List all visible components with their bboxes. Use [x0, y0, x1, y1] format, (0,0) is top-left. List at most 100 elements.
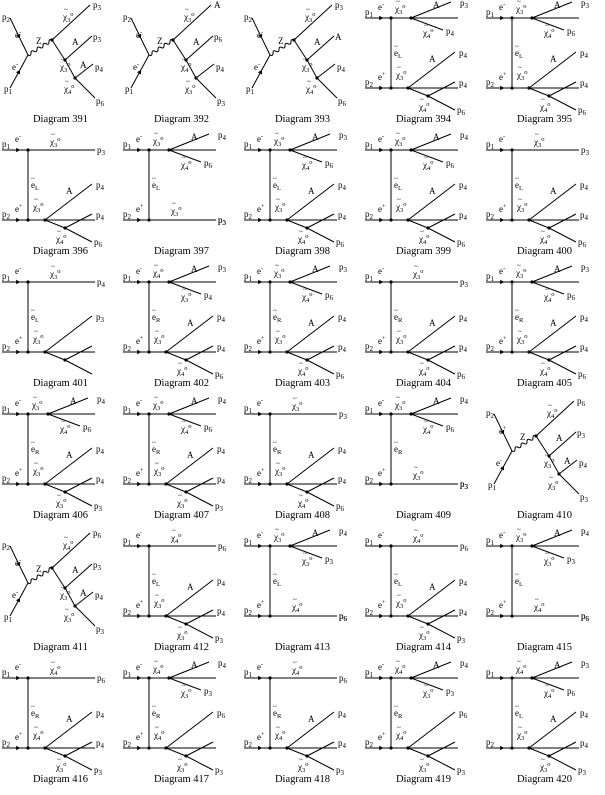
subscript: 2: [370, 741, 374, 749]
incoming-momentum-label: p2: [486, 408, 495, 420]
vertex-dot: [26, 482, 30, 486]
superscript: +: [140, 599, 144, 606]
subscript: 6: [583, 109, 587, 117]
outgoing-momentum-label: p4: [96, 210, 105, 222]
subscript: 4: [585, 742, 589, 750]
subscript: 4: [427, 429, 431, 436]
outgoing-line: [293, 4, 333, 41]
superscript: o: [305, 497, 308, 504]
neutralino-label: χ4o: [291, 664, 303, 677]
superscript: -: [382, 529, 384, 536]
incoming-momentum-label: p1: [123, 667, 132, 679]
vertex-dot: [389, 280, 393, 284]
neutralino-label: χ3o: [395, 69, 407, 82]
photon-line: [165, 579, 214, 617]
photon-line: [286, 315, 335, 353]
superscript: o: [551, 687, 554, 694]
outgoing-momentum-label: p6: [83, 422, 92, 434]
subscript: 3: [37, 471, 40, 478]
subscript: L: [398, 53, 402, 60]
subscript: 3: [330, 558, 334, 566]
subscript: 4: [585, 712, 589, 720]
neutralino-label: χ4o: [180, 159, 192, 172]
subscript: 4: [343, 214, 347, 222]
subscript: 3: [344, 134, 348, 142]
fermion-arrow: [16, 675, 21, 681]
subscript: 4: [279, 735, 283, 742]
photon-line: [306, 35, 335, 61]
photon-line: [289, 265, 331, 283]
vertex-dot: [389, 412, 393, 416]
subscript: 4: [465, 134, 469, 142]
outgoing-momentum-label: p3: [460, 479, 469, 491]
subscript: 2: [249, 16, 253, 24]
subscript: 3: [181, 503, 184, 510]
vertex-dot: [268, 614, 272, 618]
subscript: 3: [586, 266, 590, 274]
subscript: R: [156, 713, 161, 720]
tilde-mark: ~: [182, 286, 186, 294]
electron-label: e-: [136, 29, 142, 40]
diagram-caption: Diagram 407: [153, 510, 210, 521]
subscript: 4: [223, 134, 227, 142]
neutralino-label: χ4o: [546, 407, 558, 420]
superscript: -: [382, 133, 384, 140]
incoming-momentum-label: p1: [123, 139, 132, 151]
subscript: 3: [462, 637, 466, 645]
photon-line: [407, 579, 456, 617]
neutralino-label: χ4o: [305, 83, 317, 96]
outgoing-momentum-label: p4: [217, 474, 226, 486]
neutralino-label: χ3o: [32, 333, 44, 346]
outgoing-momentum-label: p6: [204, 422, 213, 434]
positron-label: e+: [499, 335, 507, 346]
fermion-arrow: [500, 279, 505, 285]
outgoing-momentum-label: p3: [94, 501, 103, 513]
incoming-momentum-label: p2: [2, 12, 11, 24]
neutralino-line: [306, 491, 335, 507]
subscript: 4: [342, 66, 346, 74]
tilde-mark: ~: [155, 460, 159, 468]
diagram-caption: Diagram 420: [516, 774, 573, 785]
tilde-mark: ~: [155, 724, 159, 732]
incoming-momentum-label: p2: [244, 473, 253, 485]
photon-label: A: [556, 433, 563, 443]
tilde-mark: ~: [34, 328, 38, 336]
tilde-mark: ~: [420, 360, 424, 368]
tilde-mark: ~: [518, 64, 522, 72]
neutralino-label: χ4o: [153, 729, 165, 742]
subscript: 3: [158, 603, 161, 610]
positron-label: e+: [499, 203, 507, 214]
subscript: 3: [417, 274, 420, 281]
superscript: -: [140, 133, 142, 140]
propagator-label: Z: [157, 36, 163, 46]
superscript: o: [178, 205, 181, 212]
outgoing-momentum-label: p6: [96, 96, 105, 108]
tilde-mark: ~: [155, 328, 159, 336]
superscript: o: [188, 159, 191, 166]
outgoing-momentum-label: p4: [217, 312, 226, 324]
subscript: 3: [181, 635, 184, 642]
tilde-mark: ~: [518, 724, 522, 732]
subscript: 3: [399, 141, 402, 148]
fermion-arrow: [137, 279, 142, 285]
outgoing-momentum-label: p4: [338, 708, 347, 720]
outgoing-momentum-label: p3: [339, 262, 348, 274]
subscript: 4: [101, 448, 105, 456]
neutralino-label: χ3o: [152, 135, 164, 148]
neutralino-line: [165, 351, 187, 361]
photon-line: [185, 741, 214, 757]
superscript: +: [503, 203, 507, 210]
neutralino-label: χ3o: [533, 136, 545, 149]
outgoing-momentum-label: p3: [336, 765, 345, 777]
neutralino-label: χ4o: [543, 27, 555, 40]
neutralino-label: χ3o: [59, 61, 71, 74]
positron-label: e+: [15, 203, 23, 214]
